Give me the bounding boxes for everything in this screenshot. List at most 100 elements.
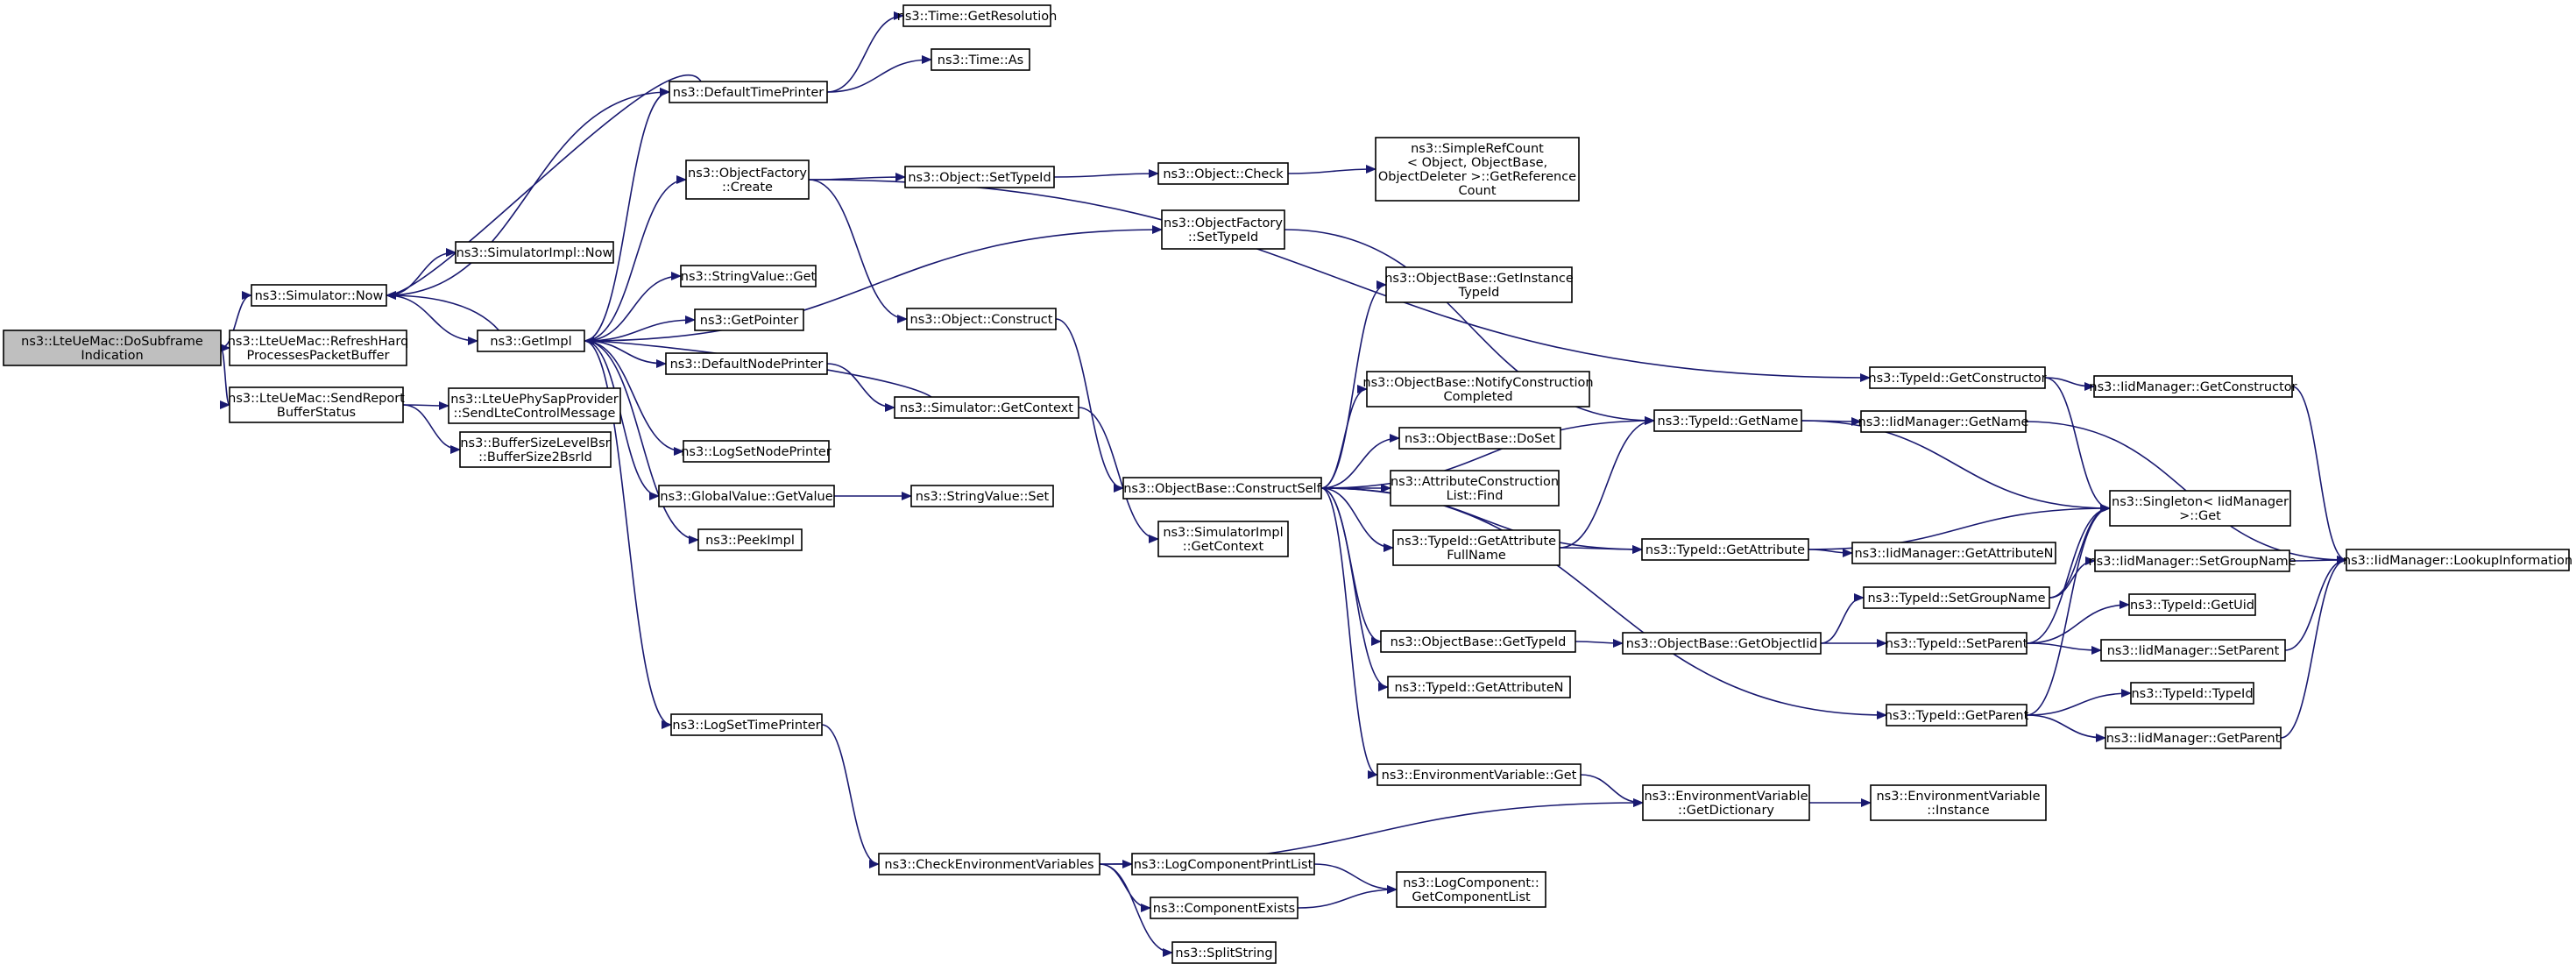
edge-iid-setgroupname-to-iid-lookup	[2289, 556, 2347, 565]
edge-constructself-to-tid-getattrfull	[1320, 487, 1394, 552]
node-label: ns3::IidManager::SetGroupName	[2088, 555, 2296, 569]
node-simimpl-getcontext[interactable]: ns3::SimulatorImpl::GetContext	[1157, 521, 1289, 557]
node-sendlte[interactable]: ns3::LteUePhySapProvider::SendLteControl…	[448, 387, 621, 424]
edge-constructself-to-env-get	[1320, 487, 1378, 779]
node-obj-check[interactable]: ns3::Object::Check	[1157, 162, 1289, 185]
node-tid-setparent[interactable]: ns3::TypeId::SetParent	[1886, 632, 2028, 655]
node-label: ns3::DefaultTimePrinter	[673, 86, 824, 100]
edge-defaultnode-to-sim-getcontext	[826, 363, 895, 412]
node-iid-getconstructor[interactable]: ns3::IidManager::GetConstructor	[2089, 375, 2297, 398]
node-ob-doset[interactable]: ns3::ObjectBase::DoSet	[1398, 427, 1561, 450]
node-tid-typeid[interactable]: ns3::TypeId::TypeId	[2130, 682, 2254, 705]
node-iid-getparent[interactable]: ns3::IidManager::GetParent	[2105, 726, 2282, 749]
node-box	[1851, 542, 2056, 564]
node-box	[2130, 682, 2254, 705]
node-label: ns3::IidManager::SetParent	[2107, 644, 2280, 658]
node-label: FullName	[1447, 549, 1506, 563]
node-obj-settypeid[interactable]: ns3::Object::SetTypeId	[904, 166, 1055, 188]
node-label: ns3::LteUeMac::SendReport	[228, 392, 405, 406]
node-time-as[interactable]: ns3::Time::As	[931, 48, 1030, 71]
node-simimpl-now[interactable]: ns3::SimulatorImpl::Now	[455, 241, 614, 264]
node-defaultnode[interactable]: ns3::DefaultNodePrinter	[665, 352, 828, 375]
edge-getimpl-to-sim-now	[386, 291, 500, 331]
node-label: ::Instance	[1927, 804, 1990, 818]
node-strval-set[interactable]: ns3::StringValue::Set	[910, 485, 1054, 507]
node-tid-getname[interactable]: ns3::TypeId::GetName	[1653, 409, 1802, 432]
node-env-get[interactable]: ns3::EnvironmentVariable::Get	[1376, 763, 1582, 786]
node-refresh[interactable]: ns3::LteUeMac::RefreshHarqProcessesPacke…	[228, 330, 409, 366]
node-sim-getcontext[interactable]: ns3::Simulator::GetContext	[894, 396, 1079, 419]
node-box	[229, 386, 404, 423]
node-label: BufferStatus	[277, 406, 356, 420]
node-box	[1869, 366, 2046, 389]
node-tid-getconstructor[interactable]: ns3::TypeId::GetConstructor	[1868, 366, 2047, 389]
edge-logsettime-to-checkenv	[821, 724, 880, 868]
node-label: ns3::CheckEnvironmentVariables	[884, 858, 1093, 872]
node-time-res[interactable]: ns3::Time::GetResolution	[897, 4, 1058, 27]
node-ob-gettypeid[interactable]: ns3::ObjectBase::GetTypeId	[1380, 630, 1576, 653]
node-checkenv[interactable]: ns3::CheckEnvironmentVariables	[878, 853, 1100, 875]
edge-tid-getconstructor-to-singleton	[2044, 377, 2111, 513]
node-getimpl[interactable]: ns3::GetImpl	[477, 330, 585, 352]
node-box	[1385, 266, 1573, 303]
node-obj-construct[interactable]: ns3::Object::Construct	[906, 308, 1057, 330]
node-defaulttime[interactable]: ns3::DefaultTimePrinter	[669, 81, 828, 103]
node-tid-setgroupname[interactable]: ns3::TypeId::SetGroupName	[1863, 586, 2050, 609]
node-logsetnode[interactable]: ns3::LogSetNodePrinter	[681, 440, 832, 463]
node-of-create[interactable]: ns3::ObjectFactory::Create	[685, 159, 810, 200]
node-label: < Object, ObjectBase,	[1407, 156, 1547, 170]
node-label: ns3::SimulatorImpl::Now	[456, 246, 613, 260]
node-iid-setparent[interactable]: ns3::IidManager::SetParent	[2100, 639, 2286, 662]
node-gv-getvalue[interactable]: ns3::GlobalValue::GetValue	[658, 485, 835, 507]
node-label: ::Create	[722, 181, 773, 195]
node-tid-getuid[interactable]: ns3::TypeId::GetUid	[2128, 593, 2256, 616]
node-box	[670, 713, 823, 736]
node-label: ns3::StringValue::Set	[916, 490, 1050, 504]
node-label: ns3::EnvironmentVariable::Get	[1382, 769, 1577, 783]
edge-tid-setparent-to-singleton	[2026, 504, 2111, 644]
node-compexists[interactable]: ns3::ComponentExists	[1150, 897, 1299, 919]
node-iid-lookup[interactable]: ns3::IidManager::LookupInformation	[2343, 549, 2572, 571]
node-ob-getobjecttid[interactable]: ns3::ObjectBase::GetObjectIid	[1622, 632, 1822, 655]
node-env-getdict[interactable]: ns3::EnvironmentVariable::GetDictionary	[1642, 784, 1810, 821]
node-splitstring[interactable]: ns3::SplitString	[1171, 941, 1277, 964]
node-box	[894, 396, 1079, 419]
node-tid-getattr[interactable]: ns3::TypeId::GetAttribute	[1641, 538, 1809, 561]
node-label: ns3::IidManager::GetConstructor	[2089, 380, 2296, 394]
node-iid-getname[interactable]: ns3::IidManager::GetName	[1858, 410, 2029, 433]
node-constructself[interactable]: ns3::ObjectBase::ConstructSelf	[1122, 477, 1322, 500]
node-tid-getparent[interactable]: ns3::TypeId::GetParent	[1885, 704, 2029, 726]
node-iid-setgroupname[interactable]: ns3::IidManager::SetGroupName	[2088, 549, 2296, 572]
node-ob-notify[interactable]: ns3::ObjectBase::NotifyConstructionCompl…	[1362, 371, 1594, 408]
node-of-settypeid[interactable]: ns3::ObjectFactory::SetTypeId	[1161, 209, 1285, 250]
node-label: ns3::ObjectFactory	[1164, 216, 1283, 230]
node-iid-getattrn[interactable]: ns3::IidManager::GetAttributeN	[1851, 542, 2056, 564]
node-sim-now[interactable]: ns3::Simulator::Now	[251, 284, 387, 307]
node-logsettime[interactable]: ns3::LogSetTimePrinter	[670, 713, 823, 736]
node-env-instance[interactable]: ns3::EnvironmentVariable::Instance	[1870, 784, 2047, 821]
node-label: ns3::EnvironmentVariable	[1876, 790, 2040, 804]
node-tid-getattrn[interactable]: ns3::TypeId::GetAttributeN	[1387, 676, 1571, 698]
node-label: ::GetContext	[1183, 540, 1264, 554]
node-label: ns3::TypeId::GetAttributeN	[1394, 681, 1563, 695]
function-nodes: ns3::LteUeMac::DoSubframeIndicationns3::…	[3, 4, 2572, 964]
edge-iid-getparent-to-iid-lookup	[2280, 556, 2347, 739]
node-bsr[interactable]: ns3::BufferSizeLevelBsr::BufferSize2BsrI…	[459, 431, 612, 468]
node-label: ns3::EnvironmentVariable	[1644, 790, 1808, 804]
node-peekimpl[interactable]: ns3::PeekImpl	[697, 528, 803, 551]
edge-iid-setparent-to-iid-lookup	[2284, 556, 2347, 651]
node-strval-get[interactable]: ns3::StringValue::Get	[680, 265, 817, 287]
node-getpointer[interactable]: ns3::GetPointer	[694, 308, 804, 331]
node-singleton[interactable]: ns3::Singleton< IidManager>::Get	[2109, 490, 2291, 527]
node-logcomp-printlist[interactable]: ns3::LogComponentPrintList	[1131, 853, 1315, 875]
call-edges	[219, 11, 2347, 957]
node-logcomp-getlist[interactable]: ns3::LogComponent::GetComponentList	[1396, 871, 1546, 908]
node-simplerefcount[interactable]: ns3::SimpleRefCount< Object, ObjectBase,…	[1375, 137, 1580, 202]
node-label: ns3::TypeId::SetParent	[1886, 637, 2028, 651]
node-box	[2128, 593, 2256, 616]
